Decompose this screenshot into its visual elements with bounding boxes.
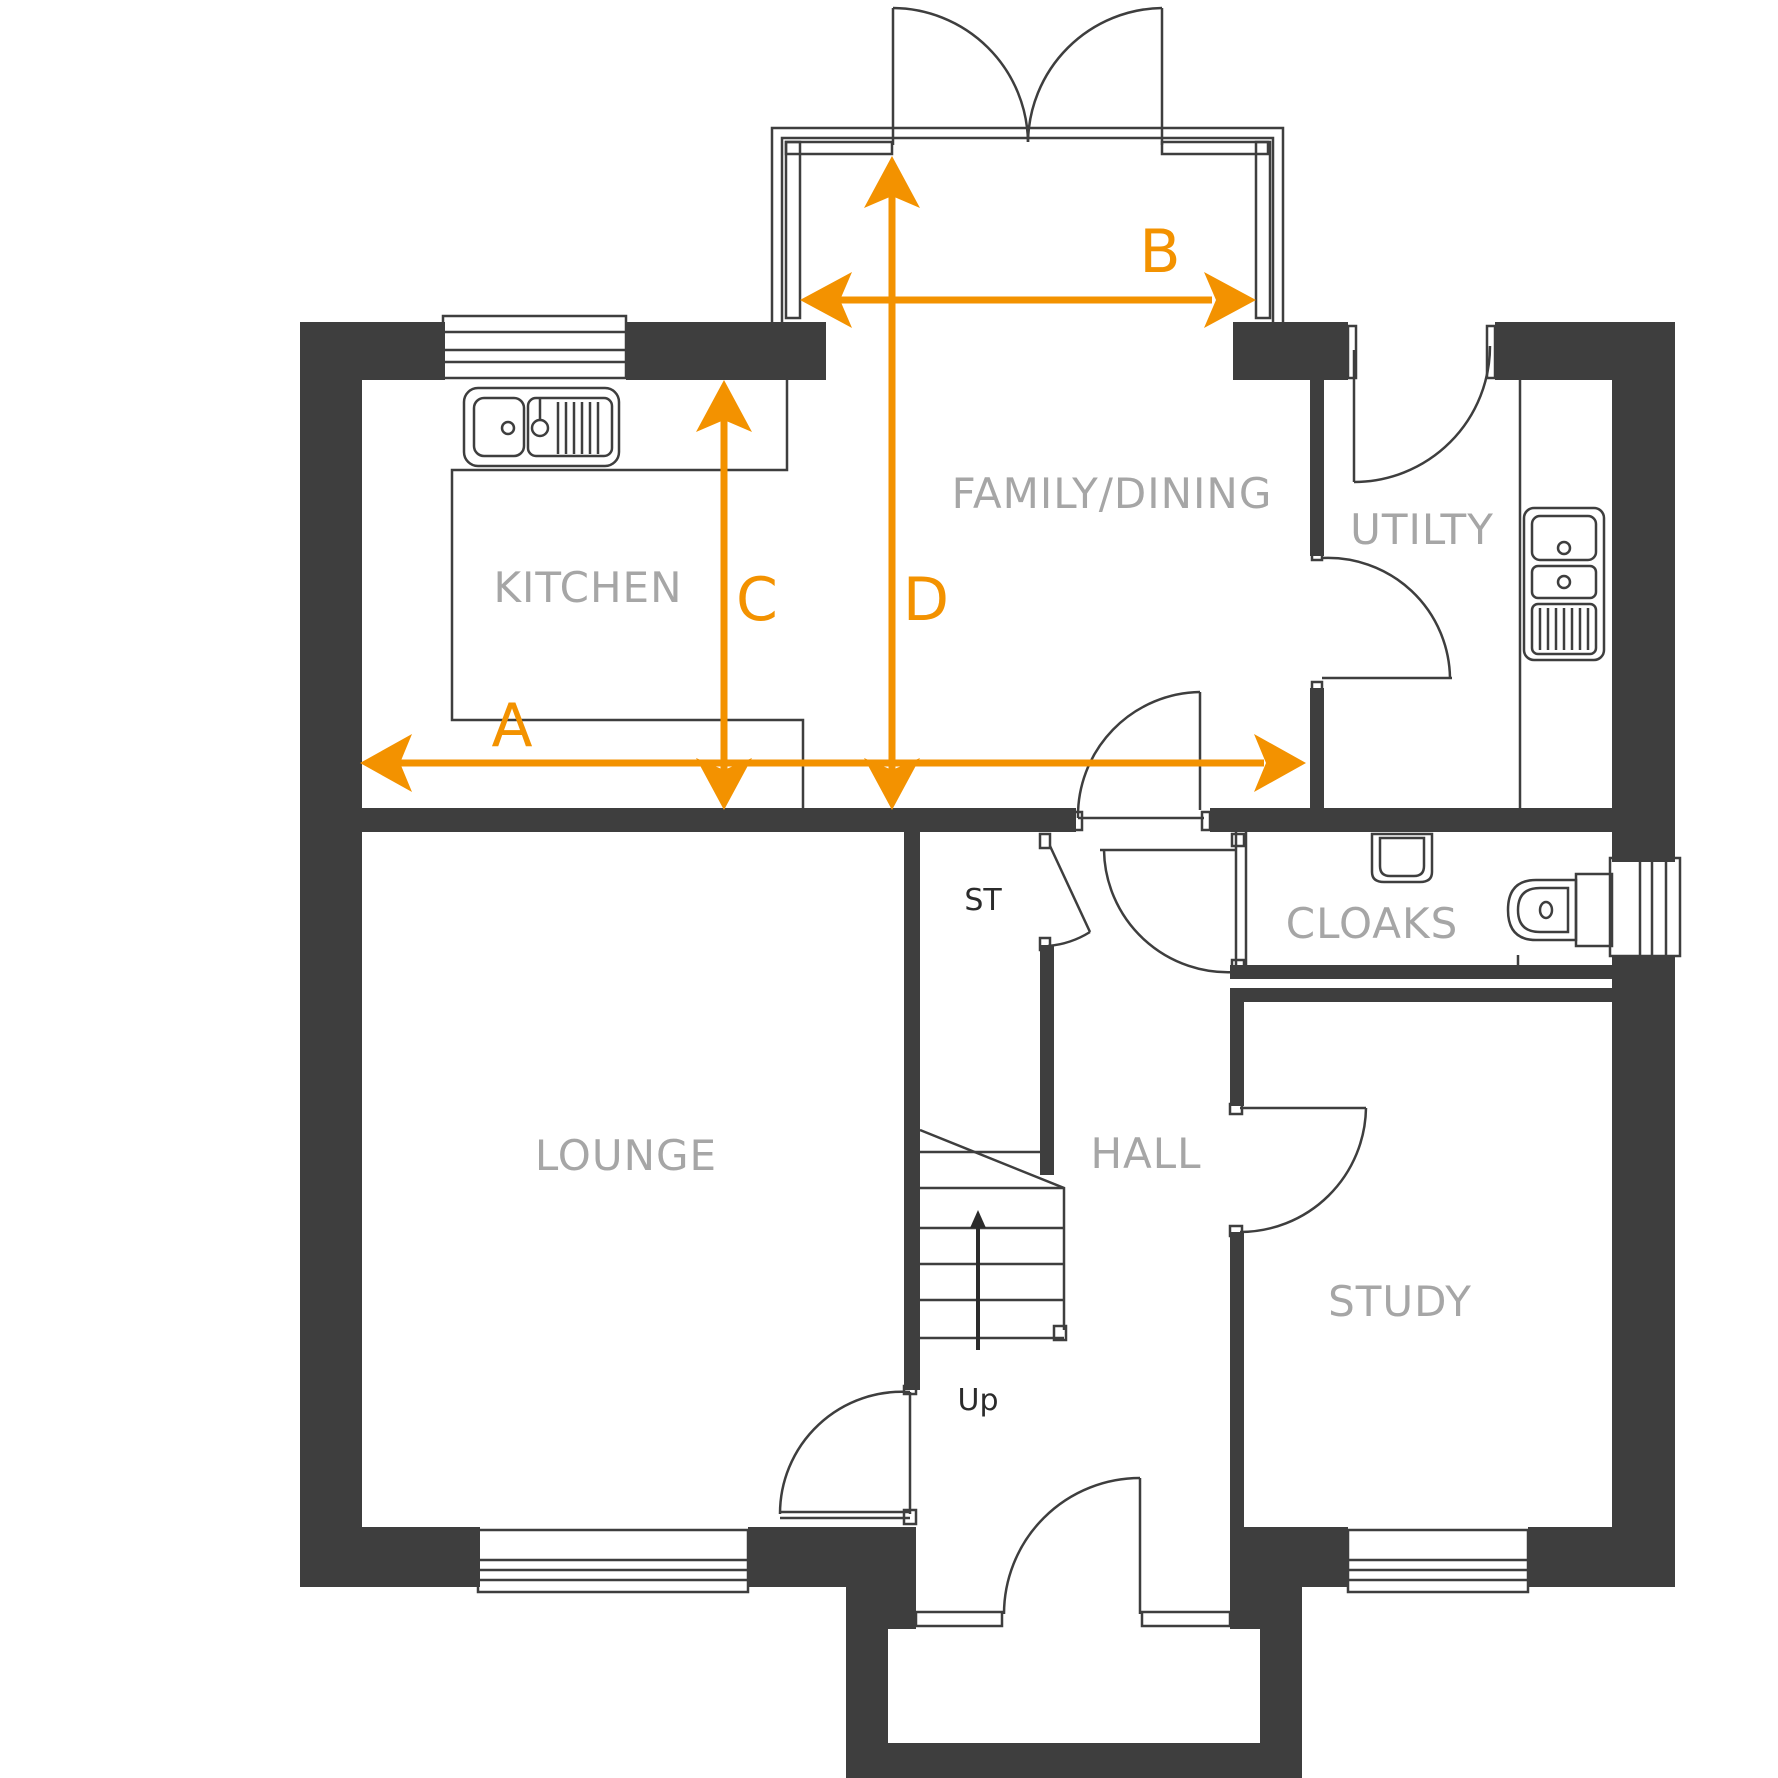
dimension-a-arrow: [360, 734, 1306, 792]
room-label-family-dining: FAMILY/DINING: [952, 469, 1273, 518]
exterior-walls: [300, 322, 1675, 1778]
utility-sink-icon: [1522, 506, 1606, 662]
french-doors-icon: [891, 6, 1164, 145]
dimension-b-arrow: [800, 272, 1256, 328]
dimension-label-b: B: [1139, 217, 1180, 287]
cloaks-toilet-icon: [1506, 872, 1614, 948]
cloaks-door-icon: [1100, 848, 1237, 974]
utility-door-icon: [1310, 550, 1452, 692]
lounge-window: [476, 1528, 750, 1594]
dimension-d-arrow: [864, 156, 920, 810]
utility-back-door-icon: [1346, 324, 1497, 484]
dimension-label-d: D: [903, 565, 949, 635]
stairs-up-arrow-icon: [970, 1210, 986, 1350]
family-door-icon: [1072, 690, 1212, 832]
store-label: ST: [964, 883, 1002, 918]
dimension-c-arrow: [696, 380, 752, 810]
dimension-label-a: A: [491, 691, 532, 761]
kitchen-sink-icon: [462, 386, 621, 468]
kitchen-worktop: [450, 380, 805, 810]
room-label-lounge: LOUNGE: [535, 1131, 717, 1180]
internal-walls: [362, 378, 1612, 1530]
room-label-utility: UTILTY: [1350, 505, 1494, 554]
garden-room-bay: [770, 126, 1285, 322]
study-window: [1346, 1528, 1530, 1594]
cloaks-partition: [1230, 832, 1520, 975]
room-label-kitchen: KITCHEN: [494, 563, 683, 612]
stairs-up-label: Up: [957, 1383, 998, 1418]
kitchen-window: [441, 314, 628, 380]
lounge-door-icon: [778, 1384, 918, 1526]
room-label-hall: HALL: [1090, 1129, 1201, 1178]
store-door-icon: [1038, 832, 1092, 952]
cloaks-window: [1608, 856, 1682, 958]
staircase: [919, 1128, 1068, 1342]
dimension-label-c: C: [736, 565, 778, 635]
study-door-icon: [1228, 1102, 1368, 1238]
room-label-study: STUDY: [1328, 1277, 1472, 1326]
cloaks-basin-icon: [1370, 832, 1434, 884]
front-door-icon: [914, 1476, 1232, 1628]
room-label-cloaks: CLOAKS: [1286, 899, 1458, 948]
